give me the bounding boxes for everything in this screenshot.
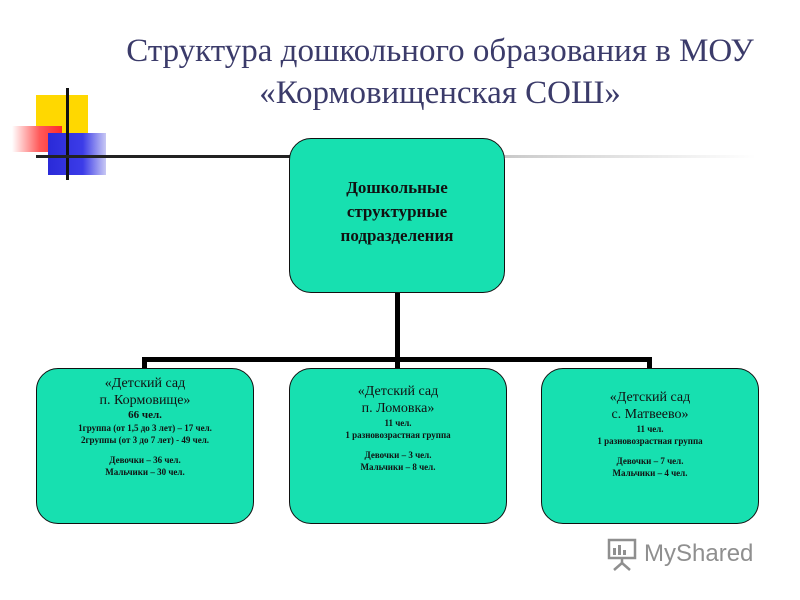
root-node: Дошкольные структурные подразделения: [289, 138, 505, 293]
root-node-label: Дошкольные структурные подразделения: [340, 177, 454, 245]
child-name-line1: «Детский сад: [104, 376, 186, 391]
child-node-matveevo: «Детский сад с. Матвеево» 11 чел. 1 разн…: [541, 368, 759, 524]
child-girls: Девочки – 7 чел.: [616, 456, 684, 466]
child-count: 66 чел.: [128, 409, 162, 421]
child-count: 11 чел.: [636, 424, 664, 434]
child-girls: Девочки – 36 чел.: [109, 455, 181, 465]
connector-root-down: [395, 293, 400, 361]
decor-vertical-line: [66, 88, 69, 180]
connector-child-3: [647, 357, 652, 369]
presentation-board-icon: [607, 538, 637, 571]
child-name-line1: «Детский сад: [357, 384, 439, 399]
child-name-line2: с. Матвеево»: [611, 407, 689, 422]
child-boys: Мальчики – 8 чел.: [360, 462, 436, 472]
decor-horizontal-line: [36, 155, 296, 158]
slide-title: Структура дошкольного образования в МОУ …: [126, 33, 754, 111]
connector-child-1: [142, 357, 147, 369]
child-node-kormovishe: «Детский сад п. Кормовище» 66 чел. 1груп…: [36, 368, 254, 524]
decor-blue-square: [48, 133, 106, 175]
child-group-2: 2группы (от 3 до 7 лет) - 49 чел.: [80, 435, 210, 445]
watermark: MyShared: [606, 536, 753, 572]
child-node-lomovka: «Детский сад п. Ломовка» 11 чел. 1 разно…: [289, 368, 507, 524]
child-boys: Мальчики – 30 чел.: [105, 467, 185, 477]
connector-child-2: [395, 357, 400, 369]
child-group-1: 1группа (от 1,5 до 3 лет) – 17 чел.: [78, 423, 212, 433]
watermark-text: MyShared: [644, 540, 754, 567]
child-group-1: 1 разновозрастная группа: [597, 436, 703, 446]
child-boys: Мальчики – 4 чел.: [612, 468, 688, 478]
child-name-line2: п. Ломовка»: [361, 401, 435, 416]
child-name-line2: п. Кормовище»: [99, 393, 191, 408]
child-count: 11 чел.: [384, 418, 412, 428]
child-girls: Девочки – 3 чел.: [364, 450, 432, 460]
child-group-1: 1 разновозрастная группа: [345, 430, 451, 440]
child-name-line1: «Детский сад: [609, 390, 691, 405]
decor-horizontal-line-fade: [296, 155, 756, 158]
